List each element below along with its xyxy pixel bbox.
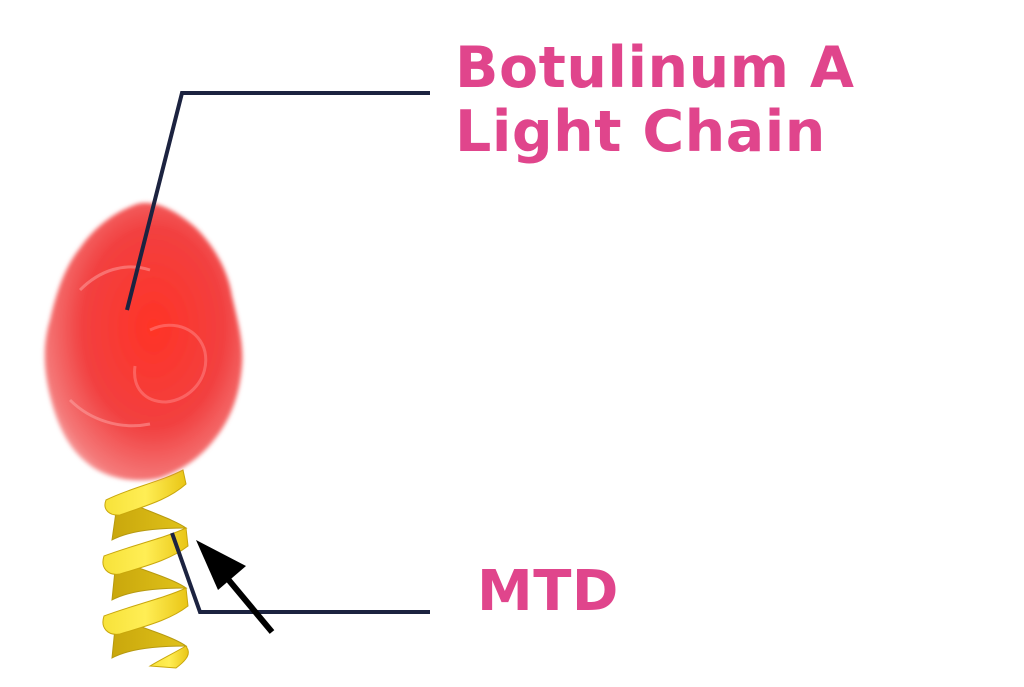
mtd-helix	[102, 469, 189, 669]
mtd-leader-line	[170, 532, 430, 614]
surface-texture	[68, 398, 151, 428]
protein-surface	[44, 202, 243, 481]
helix-front-strand	[102, 587, 189, 635]
arrow-shaft	[219, 570, 275, 634]
light-chain-protein	[44, 202, 243, 481]
surface-texture	[78, 265, 151, 292]
arrow-head	[196, 540, 246, 590]
mtd-label: MTD	[477, 559, 619, 624]
light-chain-label-line-1: Botulinum A	[455, 35, 855, 101]
helix-front-strand	[148, 645, 189, 669]
light-chain-leader-line	[125, 91, 430, 311]
helix-front-strand	[102, 527, 189, 575]
light-chain-label: Botulinum A Light Chain	[455, 36, 855, 164]
helix-front-strand	[104, 469, 187, 516]
surface-texture	[133, 323, 208, 404]
pointer-arrow	[196, 540, 275, 634]
light-chain-label-line-2: Light Chain	[455, 99, 826, 165]
